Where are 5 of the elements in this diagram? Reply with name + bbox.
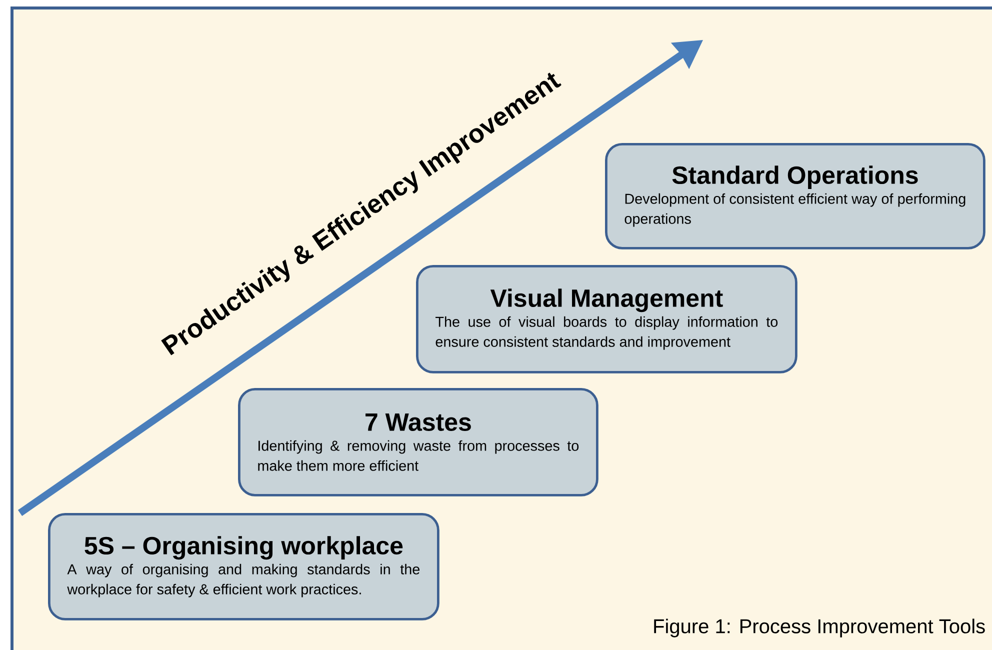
process-box: Visual Management The use of visual boards to display information to ensure consistent standards and improvement (416, 265, 798, 374)
process-box: 5S – Organising workplace A way of organising and making standards in the workplace for safety & efficient work practices. (48, 513, 440, 620)
process-box: Standard Operations Development of consistent efficient way of performing operations (605, 143, 986, 250)
process-box: 7 Wastes Identifying & removing waste from processes to make them more efficient (238, 388, 598, 496)
figure-caption: Figure 1: Process Improvement Tools (654, 618, 985, 638)
